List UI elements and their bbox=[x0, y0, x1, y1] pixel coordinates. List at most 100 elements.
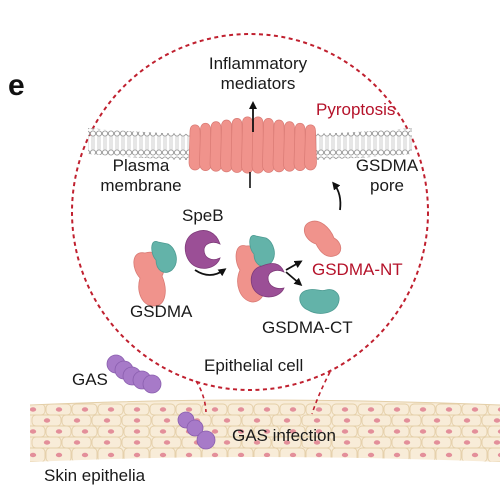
skin-cell-nucleus bbox=[73, 418, 81, 423]
plasma-line2: membrane bbox=[100, 176, 182, 196]
inflammatory-line1: Inflammatory bbox=[208, 54, 308, 73]
gsdma-speb-complex bbox=[235, 234, 285, 303]
skin-cell bbox=[383, 447, 410, 462]
plasma-line1: Plasma bbox=[112, 156, 170, 175]
skin-cell bbox=[31, 414, 62, 427]
skin-cell-nucleus bbox=[163, 440, 171, 445]
gsdma-pore-label: GSDMA pore bbox=[342, 156, 432, 197]
skin-cell bbox=[227, 447, 254, 462]
skin-cell-nucleus bbox=[43, 418, 51, 423]
skin-cell-nucleus bbox=[419, 429, 427, 434]
skin-cell bbox=[357, 447, 384, 462]
gsdma-ct-label: GSDMA-CT bbox=[262, 318, 353, 337]
skin-cell bbox=[71, 447, 98, 462]
skin-cell-nucleus bbox=[341, 407, 349, 412]
skin-cell-nucleus bbox=[103, 440, 111, 445]
skin-cell-nucleus bbox=[283, 418, 291, 423]
skin-cell-nucleus bbox=[445, 407, 453, 412]
skin-cell-nucleus bbox=[289, 429, 297, 434]
skin-cell-nucleus bbox=[55, 452, 63, 458]
gas-bacteria-infecting bbox=[177, 411, 216, 450]
assembly-arrow bbox=[332, 181, 342, 211]
skin-cell-nucleus bbox=[211, 429, 219, 434]
skin-cell-nucleus bbox=[73, 440, 81, 445]
skin-cell-nucleus bbox=[315, 429, 323, 434]
skin-cell-nucleus bbox=[133, 452, 141, 458]
plasma-membrane-label: Plasma membrane bbox=[86, 156, 196, 197]
skin-cell-nucleus bbox=[211, 452, 219, 458]
skin-cell-nucleus bbox=[253, 440, 261, 445]
skin-cell bbox=[253, 447, 280, 462]
panel-letter: e bbox=[8, 69, 25, 102]
skin-cell bbox=[487, 403, 500, 416]
skin-cell-nucleus bbox=[81, 429, 89, 434]
pore-subunit bbox=[304, 124, 317, 171]
skin-top-edge bbox=[29, 399, 500, 406]
skin-cell-nucleus bbox=[30, 429, 37, 434]
pore-line1: GSDMA bbox=[355, 156, 419, 175]
skin-cell-nucleus bbox=[403, 440, 411, 445]
skin-cell-nucleus bbox=[133, 418, 141, 423]
gsdma-nt-label: GSDMA-NT bbox=[312, 260, 403, 279]
skin-cell-nucleus bbox=[133, 407, 141, 412]
skin-cell-nucleus bbox=[463, 418, 471, 423]
gas-label: GAS bbox=[72, 370, 108, 389]
skin-cell-nucleus bbox=[471, 452, 479, 458]
skin-cell-nucleus bbox=[133, 429, 141, 434]
skin-cell bbox=[487, 447, 500, 462]
skin-cell-nucleus bbox=[367, 429, 375, 434]
skin-cell bbox=[331, 447, 358, 462]
skin-cell bbox=[211, 414, 242, 427]
skin-cell-nucleus bbox=[313, 418, 321, 423]
skin-cell bbox=[279, 447, 306, 462]
skin-cell bbox=[435, 447, 462, 462]
inflammatory-line2: mediators bbox=[220, 74, 296, 94]
skin-cell bbox=[461, 447, 488, 462]
skin-cell-nucleus bbox=[393, 407, 401, 412]
gas-bacteria-chain bbox=[106, 354, 162, 394]
skin-cell-nucleus bbox=[445, 452, 453, 458]
epithelial-cell-circle bbox=[71, 33, 429, 391]
skin-cell-nucleus bbox=[419, 407, 427, 412]
skin-cell-nucleus bbox=[493, 418, 500, 423]
skin-cell-nucleus bbox=[497, 452, 500, 458]
skin-cell-nucleus bbox=[30, 407, 37, 412]
skin-cell-nucleus bbox=[497, 407, 500, 412]
zoom-connector-right bbox=[311, 371, 331, 415]
skin-cell-nucleus bbox=[237, 407, 245, 412]
skin-epithelia-label: Skin epithelia bbox=[44, 466, 146, 485]
skin-cell-nucleus bbox=[55, 407, 63, 412]
skin-cell-nucleus bbox=[107, 407, 115, 412]
gsdma-ct-fragment bbox=[299, 289, 340, 314]
skin-cell-nucleus bbox=[433, 418, 441, 423]
skin-cell-nucleus bbox=[103, 418, 111, 423]
skin-cell-nucleus bbox=[403, 418, 411, 423]
gsdma-nt-fragment bbox=[303, 220, 342, 257]
skin-cell-nucleus bbox=[433, 440, 441, 445]
skin-cell-nucleus bbox=[263, 429, 271, 434]
skin-cell bbox=[227, 403, 254, 416]
skin-cell bbox=[31, 436, 62, 449]
cleavage-arrow bbox=[194, 268, 227, 277]
skin-cell bbox=[421, 436, 452, 449]
zoom-connector-left bbox=[195, 380, 207, 413]
skin-cell bbox=[227, 425, 254, 438]
skin-cell-nucleus bbox=[223, 440, 231, 445]
pyroptosis-label: Pyroptosis bbox=[316, 100, 396, 119]
skin-cell-nucleus bbox=[315, 407, 323, 412]
skin-cell bbox=[97, 447, 124, 462]
skin-cell-nucleus bbox=[445, 429, 453, 434]
skin-cell-nucleus bbox=[471, 407, 479, 412]
skin-cell-nucleus bbox=[253, 418, 261, 423]
skin-cell-nucleus bbox=[81, 407, 89, 412]
skin-cell-nucleus bbox=[471, 429, 479, 434]
skin-cell bbox=[421, 414, 452, 427]
skin-cell-nucleus bbox=[373, 440, 381, 445]
skin-cell-nucleus bbox=[107, 452, 115, 458]
inflammatory-mediators-label: Inflammatory mediators bbox=[198, 54, 318, 95]
gsdma-pore-structure bbox=[188, 116, 317, 174]
skin-cell-nucleus bbox=[463, 440, 471, 445]
gas-infection-label: GAS infection bbox=[232, 426, 336, 445]
pore-line2: pore bbox=[369, 176, 405, 196]
